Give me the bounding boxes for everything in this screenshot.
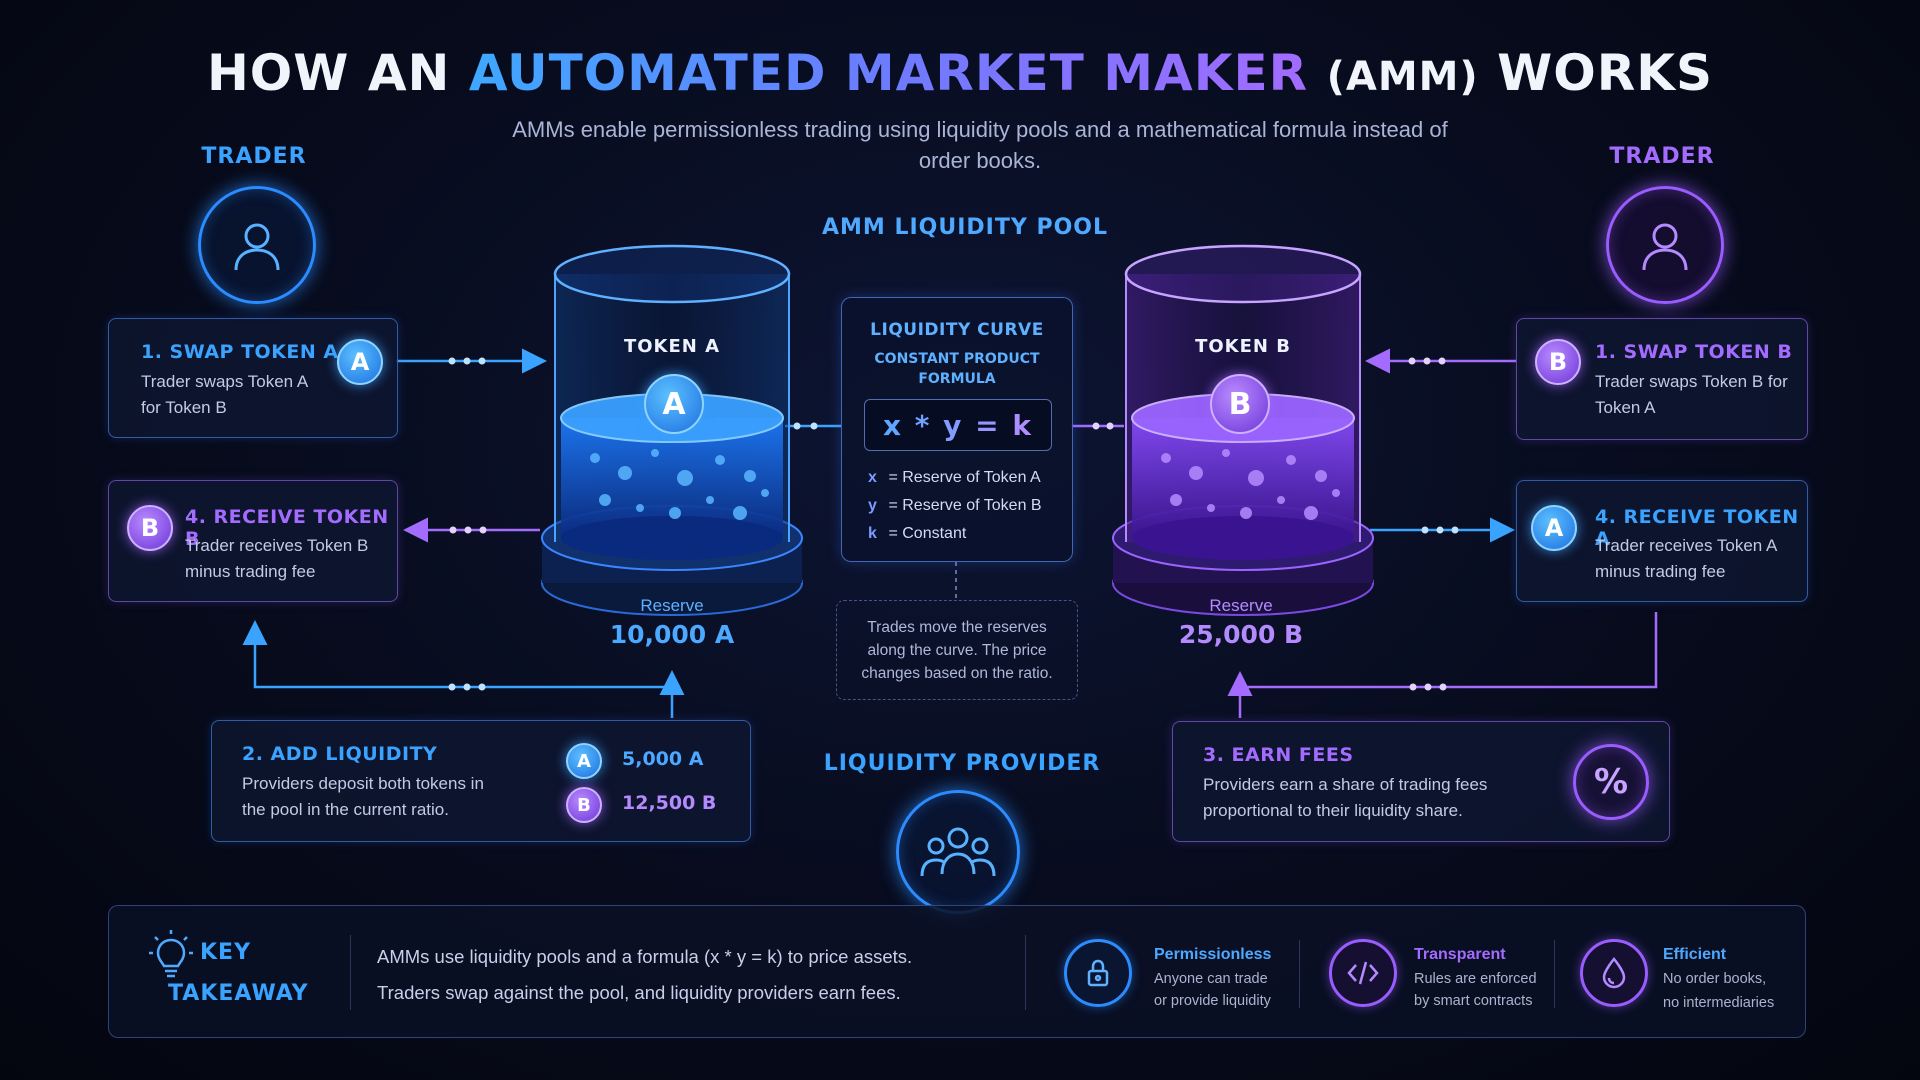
- add-liquidity-amount-b: 12,500 B: [622, 792, 717, 814]
- earn-fees-title: 3. EARN FEES: [1203, 744, 1354, 766]
- lock-icon: [1064, 939, 1132, 1007]
- token-b-badge: B: [1535, 339, 1581, 385]
- feature-permissionless-title: Permissionless: [1154, 946, 1272, 963]
- pool-a-badge: A: [644, 374, 704, 434]
- feature-permissionless-text1: Anyone can trade: [1154, 971, 1268, 987]
- step-swap-a-text: Trader swaps Token A for Token B: [141, 372, 308, 417]
- legend-text: = Reserve of Token A: [888, 469, 1041, 486]
- title-part3: WORKS: [1478, 44, 1714, 102]
- feature-transparent-text1: Rules are enforced: [1414, 971, 1537, 987]
- token-a-badge: A: [566, 743, 602, 779]
- token-a-badge: A: [337, 339, 383, 385]
- feature-permissionless-text2: or provide liquidity: [1154, 993, 1271, 1009]
- curve-note-text: Trades move the reserves along the curve…: [861, 618, 1053, 682]
- pool-a-cylinder: [541, 244, 803, 616]
- page-subtitle: AMMs enable permissionless trading using…: [512, 117, 1448, 173]
- takeaway-label-line1: KEY: [200, 940, 252, 965]
- earn-fees-card: 3. EARN FEES Providers earn a share of t…: [1172, 721, 1670, 842]
- legend-text: = Reserve of Token B: [888, 497, 1042, 514]
- takeaway-line2: Traders swap against the pool, and liqui…: [377, 982, 901, 1003]
- arrow-add-liquidity-trader: [242, 620, 672, 689]
- add-liquidity-amount-a: 5,000 A: [622, 748, 704, 770]
- step-receive-b-title: 4. RECEIVE TOKEN B: [185, 506, 389, 550]
- step-swap-a-card: 1. SWAP TOKEN A Trader swaps Token A for…: [108, 318, 398, 438]
- step-receive-b-card: B 4. RECEIVE TOKEN B Trader receives Tok…: [108, 480, 398, 602]
- feature-transparent-text2: by smart contracts: [1414, 993, 1533, 1009]
- step-swap-b-card: B 1. SWAP TOKEN B Trader swaps Token B f…: [1516, 318, 1808, 440]
- formula-text: x * y = k: [882, 408, 1034, 442]
- pool-b-badge: B: [1210, 374, 1270, 434]
- title-part1: HOW AN: [206, 44, 469, 102]
- takeaway-label-line2: TAKEAWAY: [168, 981, 309, 1006]
- arrow-earn-fees: [1227, 612, 1658, 696]
- page-title: HOW AN AUTOMATED MARKET MAKER (AMM) WORK…: [0, 44, 1920, 102]
- step-swap-b-title: 1. SWAP TOKEN B: [1595, 341, 1793, 363]
- pool-a-label: TOKEN A: [623, 336, 721, 357]
- step-swap-a-title: 1. SWAP TOKEN A: [141, 341, 339, 363]
- step-swap-b-text: Trader swaps Token B for Token A: [1595, 372, 1788, 417]
- pool-b-label: TOKEN B: [1195, 336, 1291, 357]
- percent-icon: %: [1573, 744, 1649, 820]
- lightbulb-icon: [143, 928, 199, 984]
- divider: [1299, 940, 1300, 1008]
- step-receive-b-text: Trader receives Token B minus trading fe…: [185, 536, 369, 581]
- feature-transparent-title: Transparent: [1414, 946, 1506, 963]
- step-receive-a-title: 4. RECEIVE TOKEN A: [1595, 506, 1799, 550]
- legend-row-k: k = Constant: [868, 525, 966, 543]
- curve-title: LIQUIDITY CURVE: [870, 320, 1044, 340]
- step-receive-a-card: A 4. RECEIVE TOKEN A Trader receives Tok…: [1516, 480, 1808, 602]
- title-part2: (AMM): [1326, 54, 1479, 100]
- token-b-badge: B: [127, 505, 173, 551]
- legend-row-y: y = Reserve of Token B: [868, 497, 1042, 515]
- pool-a-reserve-value: 10,000 A: [609, 620, 735, 649]
- feature-efficient-title: Efficient: [1663, 946, 1727, 963]
- group-icon: [896, 790, 1020, 914]
- user-icon: [1606, 186, 1724, 304]
- title-highlight: AUTOMATED MARKET MAKER: [468, 44, 1309, 102]
- legend-key: y: [868, 497, 877, 514]
- user-icon: [198, 186, 316, 304]
- earn-fees-text: Providers earn a share of trading fees p…: [1203, 775, 1488, 820]
- token-a-badge: A: [1531, 505, 1577, 551]
- legend-key: k: [868, 525, 877, 542]
- pool-a-reserve-label: Reserve: [640, 596, 704, 615]
- pool-b-reserve-label: Reserve: [1209, 596, 1273, 615]
- add-liquidity-text: Providers deposit both tokens in the poo…: [242, 774, 484, 819]
- trader-left-label: TRADER: [201, 144, 307, 169]
- add-liquidity-title: 2. ADD LIQUIDITY: [242, 743, 438, 765]
- curve-note: Trades move the reserves along the curve…: [836, 600, 1078, 700]
- key-takeaway-panel: [108, 905, 1806, 1038]
- divider: [1554, 940, 1555, 1008]
- feature-efficient-text2: no intermediaries: [1663, 995, 1775, 1011]
- add-liquidity-card: 2. ADD LIQUIDITY Providers deposit both …: [211, 720, 751, 842]
- divider: [350, 935, 351, 1010]
- code-icon: [1329, 939, 1397, 1007]
- step-receive-a-text: Trader receives Token A minus trading fe…: [1595, 536, 1777, 581]
- legend-key: x: [868, 469, 877, 486]
- feature-efficient-text1: No order books,: [1663, 971, 1767, 987]
- liquidity-provider-label: LIQUIDITY PROVIDER: [823, 751, 1101, 776]
- pool-b-reserve-value: 25,000 B: [1178, 620, 1304, 649]
- drop-icon: [1580, 939, 1648, 1007]
- legend-text: = Constant: [888, 525, 967, 542]
- divider: [1025, 935, 1026, 1010]
- curve-subtitle: CONSTANT PRODUCT FORMULA: [874, 351, 1040, 387]
- legend-row-x: x = Reserve of Token A: [868, 469, 1041, 487]
- pool-section-label: AMM LIQUIDITY POOL: [821, 215, 1109, 240]
- token-b-badge: B: [566, 787, 602, 823]
- formula-box: x * y = k: [864, 399, 1052, 451]
- pool-b-cylinder: [1112, 244, 1374, 616]
- trader-right-label: TRADER: [1609, 144, 1715, 169]
- takeaway-line1: AMMs use liquidity pools and a formula (…: [377, 946, 913, 967]
